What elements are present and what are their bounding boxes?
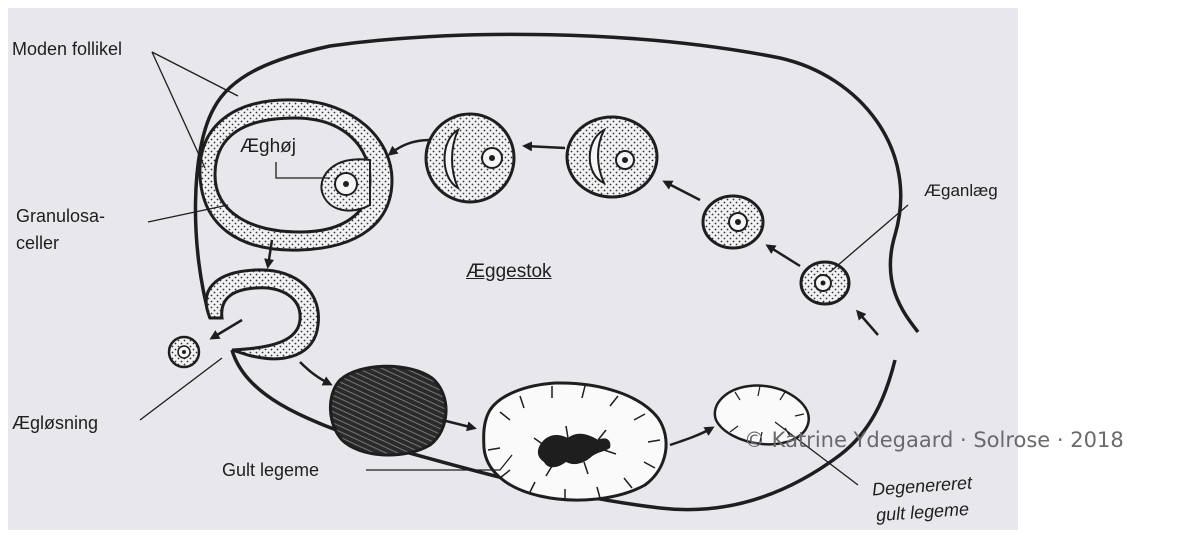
label-granulosa-2: celler xyxy=(16,232,59,254)
released-oocyte xyxy=(169,337,199,367)
label-cumulus: Æghøj xyxy=(240,136,296,158)
label-ovulation: Ægløsning xyxy=(12,412,98,434)
mature-oocyte-nucleus xyxy=(343,181,349,187)
label-corpus-luteum: Gult legeme xyxy=(222,459,319,481)
primordial-follicle xyxy=(801,262,849,304)
early-corpus-luteum xyxy=(330,366,446,455)
copyright-watermark: © Katrine Ydegaard · Solrose · 2018 xyxy=(744,428,1124,452)
label-ovary: Æggestok xyxy=(466,261,552,283)
secondary-follicle-large xyxy=(426,114,514,202)
secondary-follicle-medium xyxy=(567,117,657,197)
label-granulosa-1: Granulosa- xyxy=(16,205,105,227)
label-egg-primordium: Æganlæg xyxy=(924,180,998,202)
primary-follicle xyxy=(703,196,763,248)
label-mature-follicle: Moden follikel xyxy=(12,38,122,60)
